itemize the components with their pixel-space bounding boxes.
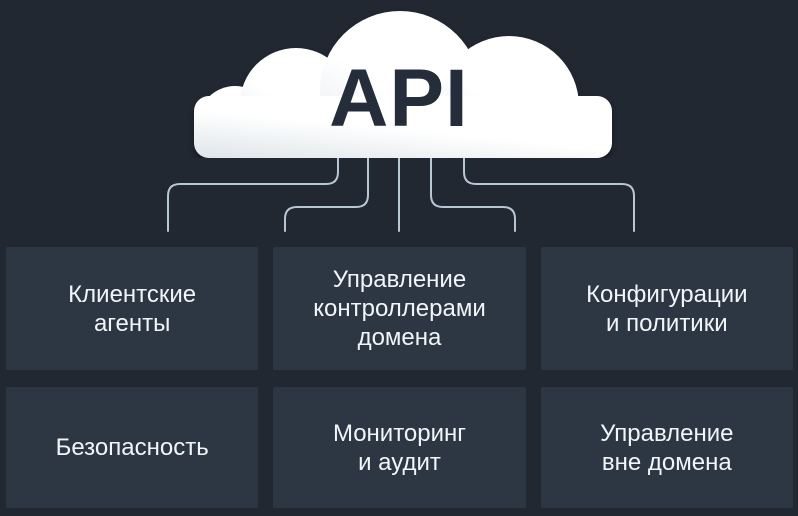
cloud-icon [194,11,612,158]
box-configurations-policies: Конфигурации и политики [540,247,793,370]
feature-boxes: Клиентские агенты Управление контроллера… [6,247,793,508]
box-monitoring-audit: Мониторинг и аудит [273,387,526,508]
connector-outer-left [167,157,339,232]
box-monitoring-audit-label: Мониторинг и аудит [332,419,467,476]
connector-lines [167,157,635,232]
api-cloud-label: API [329,53,469,144]
box-outside-domain-management-label: Управление вне домена [600,419,734,476]
box-configurations-policies-label: Конфигурации и политики [586,280,748,337]
connector-outer-right [463,157,635,232]
connector-inner-left [284,157,369,232]
box-client-agents: Клиентские агенты [6,247,259,370]
connector-inner-right [430,157,516,232]
box-outside-domain-management: Управление вне домена [540,387,793,508]
box-domain-controller-management: Управление контроллерами домена [273,247,526,370]
box-security-label: Безопасность [55,434,209,461]
box-domain-controller-management-label: Управление контроллерами домена [313,266,486,351]
box-security: Безопасность [6,387,259,508]
box-client-agents-label: Клиентские агенты [68,280,197,337]
